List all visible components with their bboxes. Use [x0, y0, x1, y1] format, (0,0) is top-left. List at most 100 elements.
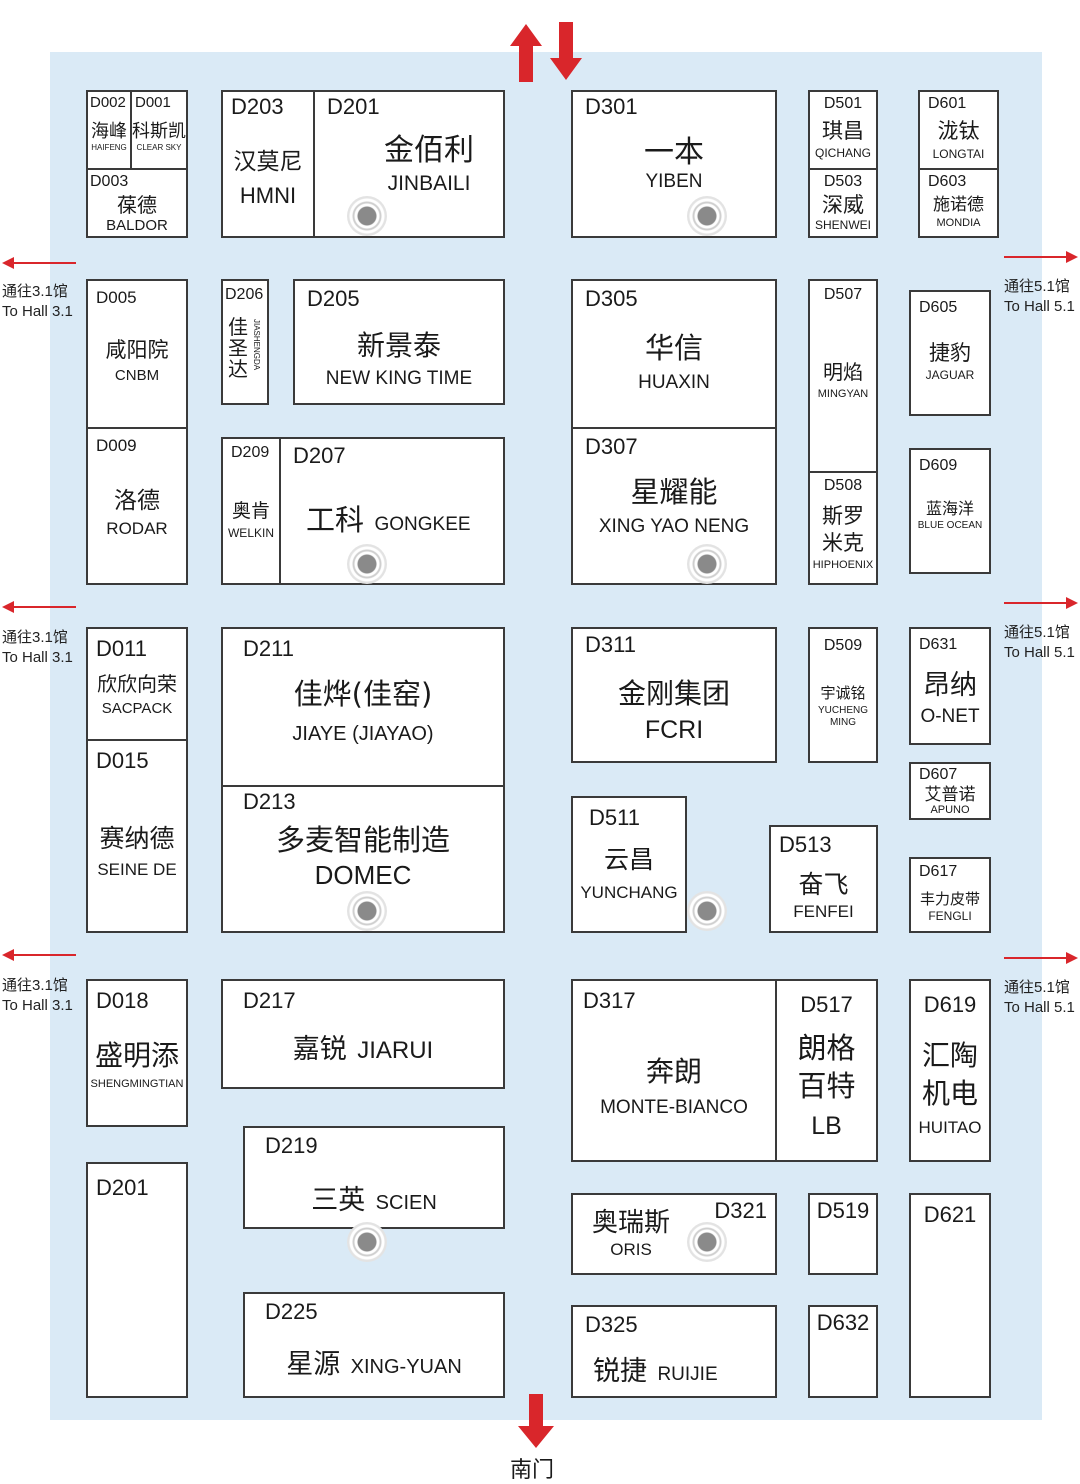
exit-label-cn: 通往5.1馆	[1004, 278, 1070, 295]
booth-d009[interactable]: D009 洛德 RODAR	[86, 427, 188, 585]
booth-code: D211	[243, 636, 294, 661]
booth-code: D009	[96, 436, 137, 455]
booth-name-cn: 百特	[797, 1069, 856, 1103]
booth-code: D507	[823, 286, 863, 303]
booth-name-cn: 金佰利	[384, 133, 474, 168]
booth-d001[interactable]: D001 科斯凯 CLEAR SKY	[130, 90, 188, 170]
booth-d203[interactable]: D203 汉莫尼 HMNI	[221, 90, 315, 238]
booth-d507[interactable]: D507 明焰 MINGYAN	[808, 279, 878, 473]
booth-d617[interactable]: D617 丰力皮带 FENGLI	[909, 857, 991, 933]
booth-code: D015	[96, 748, 149, 773]
booth-d206[interactable]: D206 佳圣达 JIASHENGDA	[221, 279, 269, 405]
booth-name-cn: 丰力皮带	[919, 890, 980, 908]
booth-d601[interactable]: D601 泷钛 LONGTAI	[918, 90, 999, 170]
booth-code: D001	[135, 94, 171, 111]
booth-d509[interactable]: D509 宇诚铭 YUCHENG MING	[808, 627, 878, 763]
booth-d609[interactable]: D609 蓝海洋 BLUE OCEAN	[909, 448, 991, 574]
booth-name-en: XING YAO NENG	[598, 516, 750, 537]
booth-code: D201	[327, 94, 380, 119]
booth-d003[interactable]: D003 葆德 BALDOR	[86, 168, 188, 238]
booth-d307[interactable]: D307 星耀能 XING YAO NENG	[571, 427, 777, 585]
booth-d211[interactable]: D211 佳烨(佳窑) JIAYE (JIAYAO)	[221, 627, 505, 787]
booth-d513[interactable]: D513 奋飞 FENFEI	[769, 825, 878, 933]
booth-name-cn: 赛纳德	[99, 824, 175, 853]
right-arrow-icon	[1066, 952, 1078, 964]
camera-marker-icon	[687, 196, 727, 236]
booth-d002[interactable]: D002 海峰 HAIFENG	[86, 90, 132, 170]
booth-d519[interactable]: D519	[808, 1193, 878, 1275]
right-arrow-icon	[1066, 251, 1078, 263]
booth-d621[interactable]: D621	[909, 1193, 991, 1398]
booth-d205[interactable]: D205 新景泰 NEW KING TIME	[293, 279, 505, 405]
booth-name-cn: 施诺德	[933, 195, 984, 215]
booth-d321[interactable]: D321 奥瑞斯 ORIS	[571, 1193, 777, 1275]
booth-code: D203	[231, 94, 284, 119]
booth-name-cn: 工科	[306, 503, 365, 537]
booth-name-en: APUNO	[930, 804, 970, 816]
exit-label-cn: 通往5.1馆	[1004, 624, 1070, 641]
booth-d207[interactable]: D207 工科 GONGKEE	[279, 437, 505, 585]
booth-code: D206	[225, 286, 264, 303]
booth-name-en: SCIEN	[375, 1192, 437, 1214]
booth-code: D325	[585, 1312, 638, 1337]
camera-marker-icon	[687, 1222, 727, 1262]
booth-name-cn: 海峰	[91, 121, 127, 142]
booth-d501[interactable]: D501 琪昌 QICHANG	[808, 90, 878, 170]
booth-d508[interactable]: D508 斯罗 米克 HIPHOENIX	[808, 471, 878, 585]
booth-d305[interactable]: D305 华信 HUAXIN	[571, 279, 777, 429]
booth-d632[interactable]: D632	[808, 1305, 878, 1398]
booth-d619[interactable]: D619 汇陶 机电 HUITAO	[909, 979, 991, 1162]
booth-name-cn: 深威	[822, 193, 864, 217]
booth-name-cn: 多麦智能制造	[275, 823, 450, 857]
booth-d015[interactable]: D015 赛纳德 SEINE DE	[86, 739, 188, 933]
booth-d225[interactable]: D225 星源 XING-YUAN	[243, 1292, 505, 1398]
booth-code: D601	[928, 95, 967, 112]
booth-code: D209	[231, 444, 270, 461]
exit-label-cn: 通往3.1馆	[2, 977, 68, 994]
booth-d511[interactable]: D511 云昌 YUNCHANG	[571, 796, 687, 933]
booth-d005[interactable]: D005 咸阳院 CNBM	[86, 279, 188, 429]
booth-d219[interactable]: D219 三英 SCIEN	[243, 1126, 505, 1229]
booth-name-cn: 一本	[644, 135, 704, 170]
booth-d517[interactable]: D517 朗格 百特 LB	[775, 979, 878, 1162]
booth-name-en: CNBM	[114, 367, 160, 384]
booth-name-en: JIASHENGDA	[252, 319, 261, 371]
booth-name-en: RODAR	[106, 519, 168, 538]
booth-name-en: SACPACK	[101, 700, 173, 717]
booth-code: D207	[293, 443, 346, 468]
camera-marker-icon	[347, 544, 387, 584]
booth-d217[interactable]: D217 嘉锐 JIARUI	[221, 979, 505, 1089]
booth-name-en: SEINE DE	[97, 860, 177, 879]
exit-label-en: To Hall 5.1	[1004, 297, 1075, 315]
booth-d325[interactable]: D325 锐捷 RUIJIE	[571, 1305, 777, 1398]
booth-name-cn: 艾普诺	[924, 785, 976, 805]
left-arrow-icon	[2, 601, 14, 613]
booth-name-cn: 佳烨(佳窑)	[293, 677, 433, 711]
booth-d301[interactable]: D301 一本 YIBEN	[571, 90, 777, 238]
booth-d311[interactable]: D311 金刚集团 FCRI	[571, 627, 777, 763]
booth-d018[interactable]: D018 盛明添 SHENGMINGTIAN	[86, 979, 188, 1127]
booth-code: D225	[265, 1299, 318, 1324]
booth-d201-lower[interactable]: D201	[86, 1162, 188, 1398]
booth-d603[interactable]: D603 施诺德 MONDIA	[918, 168, 999, 238]
booth-name-cn: 汇陶	[921, 1039, 978, 1072]
booth-name-en: GONGKEE	[374, 514, 471, 535]
booth-name-en: HUITAO	[918, 1118, 982, 1137]
booth-d209[interactable]: D209 奥肯 WELKIN	[221, 437, 281, 585]
booth-d631[interactable]: D631 昂纳 O-NET	[909, 627, 991, 745]
booth-d011[interactable]: D011 欣欣向荣 SACPACK	[86, 627, 188, 741]
booth-name-en: LB	[811, 1112, 842, 1140]
camera-marker-icon	[687, 891, 727, 931]
booth-d317[interactable]: D317 奔朗 MONTE-BIANCO	[571, 979, 777, 1162]
booth-d201[interactable]: D201 金佰利 JINBAILI	[313, 90, 505, 238]
booth-d605[interactable]: D605 捷豹 JAGUAR	[909, 290, 991, 416]
booth-d607[interactable]: D607 艾普诺 APUNO	[909, 762, 991, 820]
booth-name-en: YUNCHANG	[580, 883, 678, 902]
booth-name-cn: 华信	[644, 331, 703, 365]
booth-name-en: LONGTAI	[932, 147, 985, 161]
booth-d213[interactable]: D213 多麦智能制造 DOMEC	[221, 785, 505, 933]
booth-name-en: DOMEC	[314, 860, 412, 890]
booth-name-en: HIPHOENIX	[812, 559, 874, 571]
booth-d503[interactable]: D503 深威 SHENWEI	[808, 168, 878, 238]
booth-name-cn: 琪昌	[822, 119, 864, 143]
